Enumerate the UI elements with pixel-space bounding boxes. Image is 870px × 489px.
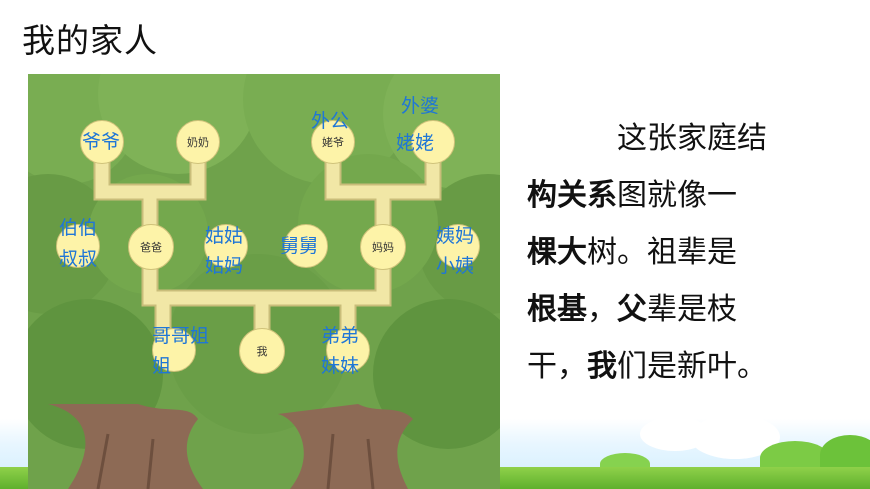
description-line-2: 构关系图就像一 <box>527 178 737 213</box>
node-gugu <box>204 224 248 268</box>
description-line-1: 这张家庭结 <box>617 121 767 156</box>
description-line-5: 干，我们是新叶。 <box>527 349 767 384</box>
description-line-4: 根基，父辈是枝 <box>527 292 737 327</box>
page-title: 我的家人 <box>22 21 158 60</box>
node-laolao <box>411 120 455 164</box>
node-gege-jiejie <box>152 328 196 372</box>
node-jiujiu <box>284 224 328 268</box>
label-guma: 姑妈 <box>205 255 244 277</box>
label-yeye: 爷爷 <box>82 131 121 153</box>
label-waigong: 外公 <box>311 110 350 132</box>
label-xiaoyi: 小姨 <box>436 255 475 277</box>
label-yima: 姨妈 <box>436 225 475 247</box>
label-gugu: 姑姑 <box>205 225 244 247</box>
label-shushu: 叔叔 <box>59 248 98 270</box>
label-meimei: 妹妹 <box>321 355 360 377</box>
label-didi: 弟弟 <box>321 325 360 347</box>
node-nainai: 奶奶 <box>176 120 220 164</box>
label-gege-jiejie-line2: 姐 <box>152 355 172 377</box>
node-yima <box>436 224 480 268</box>
node-laoye: 姥爷 <box>311 120 355 164</box>
node-wo: 我 <box>239 328 285 374</box>
description-line-3: 棵大树。祖辈是 <box>527 235 737 270</box>
label-jiujiu: 舅舅 <box>280 235 319 257</box>
label-waipo: 外婆 <box>401 95 440 117</box>
node-didi-meimei <box>326 328 370 372</box>
node-yeye <box>80 120 124 164</box>
family-tree-diagram: 奶奶 姥爷 爸爸 妈妈 我 爷爷 外公 外婆 姥姥 伯伯 叔叔 姑姑 姑妈 舅舅… <box>28 74 500 489</box>
label-laolao: 姥姥 <box>396 132 435 154</box>
node-baba: 爸爸 <box>128 224 174 270</box>
description-text: 这张家庭结 构关系图就像一 棵大树。祖辈是 根基，父辈是枝 干，我们是新叶。 <box>527 110 837 395</box>
node-mama: 妈妈 <box>360 224 406 270</box>
label-bobo: 伯伯 <box>59 217 98 239</box>
node-bobo <box>56 224 100 268</box>
label-gege-jiejie-line1: 哥哥姐 <box>152 325 210 347</box>
